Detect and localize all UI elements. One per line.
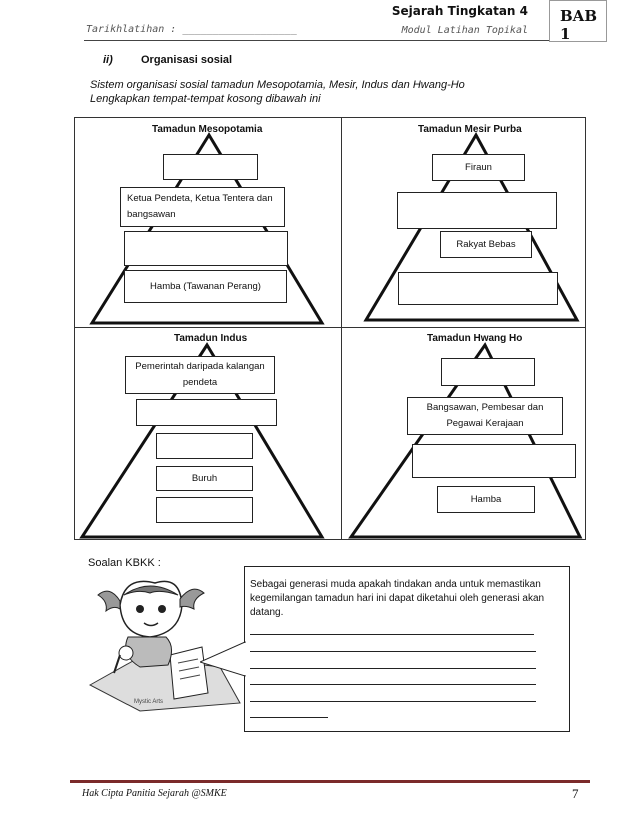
- grid-horizontal-divider: [74, 327, 586, 328]
- mesopotamia-level-4-box: Hamba (Tawanan Perang): [124, 270, 287, 303]
- mesopotamia-level-1-box[interactable]: [163, 154, 258, 180]
- illustration-signature: Mystic Arts: [134, 699, 163, 705]
- intro-line-1: Sistem organisasi sosial tamadun Mesopot…: [90, 79, 465, 91]
- indus-title: Tamadun Indus: [174, 333, 248, 344]
- intro-line-2: Lengkapkan tempat-tempat kosong dibawah …: [90, 93, 321, 105]
- footer-copyright: Hak Cipta Panitia Sejarah @SMKE: [82, 788, 227, 799]
- mesir-level-4-box[interactable]: [398, 272, 558, 305]
- mesir-level-3-box: Rakyat Bebas: [440, 231, 532, 258]
- subject-title: Sejarah Tingkatan 4: [391, 4, 528, 18]
- chapter-badge: BAB 1: [549, 0, 607, 43]
- kbkk-label: Soalan KBKK :: [88, 557, 161, 569]
- mesopotamia-level-3-box[interactable]: [124, 231, 288, 266]
- answer-line-1[interactable]: [250, 634, 534, 635]
- footer-divider: [70, 780, 590, 783]
- hwangho-level-3-box[interactable]: [412, 444, 576, 478]
- section-title: Organisasi sosial: [141, 54, 233, 66]
- hwangho-level-4-box: Hamba: [437, 486, 535, 513]
- hwangho-level-1-box[interactable]: [441, 358, 535, 386]
- module-subtitle: Modul Latihan Topikal: [401, 25, 528, 36]
- section-intro: Sistem organisasi sosial tamadun Mesopot…: [90, 78, 465, 106]
- date-field-label: Tarikhlatihan : ___________________: [86, 24, 297, 35]
- answer-line-4[interactable]: [250, 684, 536, 685]
- section-number: ii): [103, 54, 113, 66]
- kbkk-question: Sebagai generasi muda apakah tindakan an…: [250, 579, 545, 618]
- speech-bubble-tail: [200, 641, 246, 677]
- hwangho-level-2-box: Bangsawan, Pembesar dan Pegawai Kerajaan: [407, 397, 563, 435]
- student-writing-illustration: Mystic Arts: [88, 580, 241, 712]
- mesir-level-1-box: Firaun: [432, 154, 525, 181]
- indus-level-1-box: Pemerintah daripada kalangan pendeta: [125, 356, 275, 394]
- mesir-title: Tamadun Mesir Purba: [418, 124, 522, 135]
- page-number: 7: [572, 786, 579, 801]
- answer-line-2[interactable]: [250, 651, 536, 652]
- indus-level-4-box: Buruh: [156, 466, 253, 491]
- mesopotamia-level-2-box: Ketua Pendeta, Ketua Tentera dan bangsaw…: [120, 187, 285, 227]
- mesir-level-2-box[interactable]: [397, 192, 557, 229]
- header-divider: [84, 40, 549, 41]
- answer-line-3[interactable]: [250, 668, 536, 669]
- speech-bubble: [244, 566, 570, 732]
- hwangho-title: Tamadun Hwang Ho: [427, 333, 523, 344]
- mesopotamia-title: Tamadun Mesopotamia: [152, 124, 263, 135]
- answer-line-6[interactable]: [250, 717, 328, 718]
- indus-level-3-box[interactable]: [156, 433, 253, 459]
- pyramid-grid: [74, 117, 586, 540]
- indus-level-2-box[interactable]: [136, 399, 277, 426]
- indus-level-5-box[interactable]: [156, 497, 253, 523]
- answer-line-5[interactable]: [250, 701, 536, 702]
- grid-vertical-divider: [341, 117, 342, 540]
